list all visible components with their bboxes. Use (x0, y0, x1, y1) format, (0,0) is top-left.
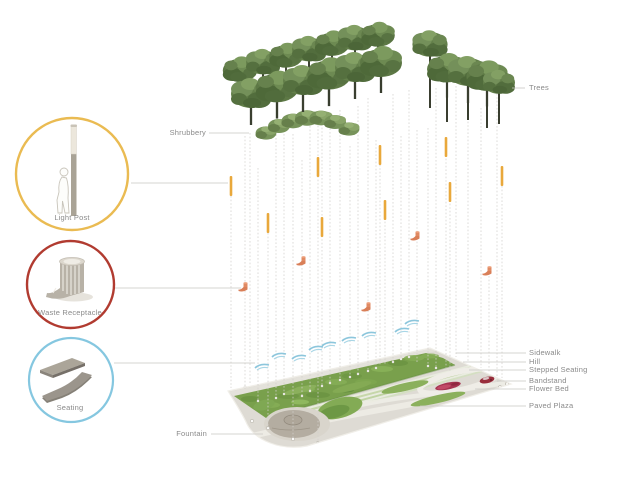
trees-allee (221, 20, 516, 128)
lawn-dots (243, 355, 438, 403)
legend-light-post (14, 116, 130, 232)
callout-flower-bed: Flower Bed (529, 384, 569, 393)
legend-waste-receptacle-label: Waste Receptacle (38, 308, 102, 317)
shrubbery-row (255, 110, 360, 140)
light-post-marker (266, 213, 270, 233)
callout-shrubbery: Shrubbery (169, 128, 206, 137)
seating-marker (254, 363, 270, 371)
callout-stepped-seating: Stepped Seating (529, 365, 588, 374)
callout-hill: Hill (529, 357, 541, 366)
bandstand (479, 376, 495, 384)
fountain (264, 407, 330, 441)
light-post-markers (229, 137, 504, 237)
flower-patches (253, 380, 466, 420)
waste-receptacle-marker (296, 256, 306, 266)
light-post-marker (378, 145, 382, 165)
legend-waste-receptacle (25, 239, 116, 330)
seating-marker (361, 331, 377, 339)
waste-receptacle-markers (238, 231, 492, 312)
legend-light-post-label: Light Post (54, 213, 90, 222)
trees-right-cluster (411, 29, 516, 128)
ground-plane (227, 347, 513, 448)
seating-icon (40, 358, 92, 403)
light-post-marker (500, 166, 504, 186)
tree (358, 44, 404, 95)
drop-lines (230, 82, 503, 443)
legend-seating-label: Seating (56, 403, 84, 412)
person-outline (56, 167, 70, 214)
waste-receptacle-marker (410, 231, 420, 241)
flower-bed (435, 381, 461, 391)
light-post-marker (383, 200, 387, 220)
seating-marker (394, 327, 410, 335)
seating-marker (291, 354, 307, 362)
seating-marker (341, 336, 357, 344)
seating-marker (321, 341, 337, 349)
waste-receptacle-marker (238, 282, 248, 292)
legend-seating (27, 336, 115, 424)
light-post-marker (444, 137, 448, 157)
leader-lines (114, 87, 526, 435)
shrub (338, 122, 360, 136)
light-post-icon (56, 124, 77, 216)
callout-trees: Trees (529, 83, 549, 92)
seating-marker (308, 345, 324, 353)
sidewalk (228, 348, 437, 397)
callout-bandstand: Bandstand (529, 376, 567, 385)
waste-receptacle-marker (361, 302, 371, 312)
light-post-marker (320, 217, 324, 237)
light-post-marker (448, 182, 452, 202)
light-post-marker (229, 176, 233, 196)
callout-fountain: Fountain (176, 429, 207, 438)
waste-receptacle-marker (482, 266, 492, 276)
callout-paved-plaza: Paved Plaza (529, 401, 574, 410)
light-post-marker (316, 157, 320, 177)
callout-sidewalk: Sidewalk (529, 348, 561, 357)
waste-receptacle-icon (46, 257, 93, 302)
